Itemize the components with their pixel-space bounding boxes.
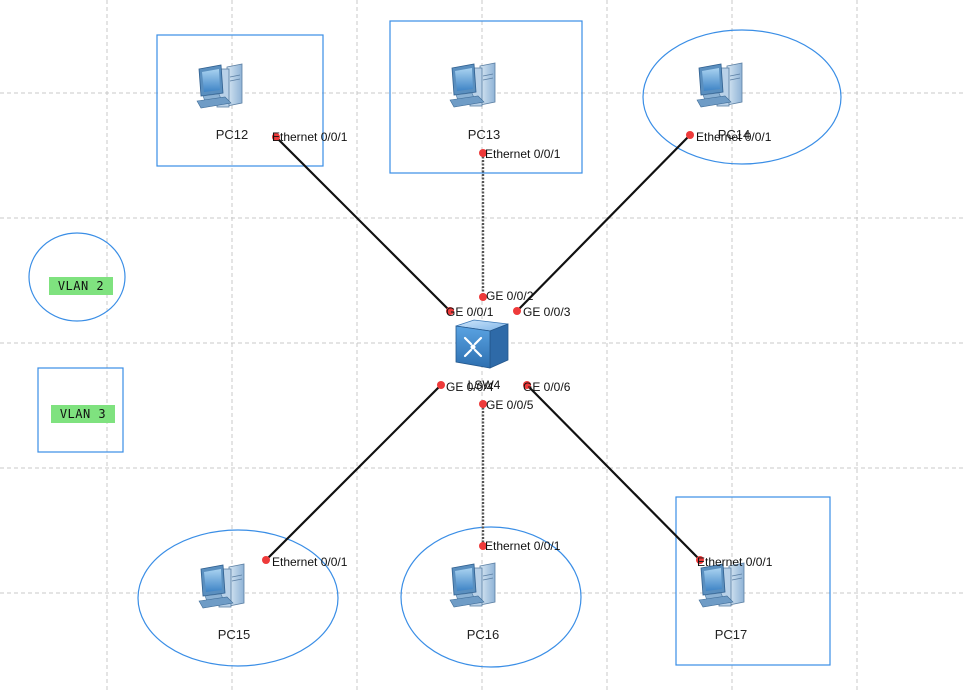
pc13-frame xyxy=(389,20,583,174)
cable-pc15-lsw4[interactable] xyxy=(265,384,442,561)
port-dot-ge005 xyxy=(479,400,487,408)
pc14-frame xyxy=(642,29,842,165)
pc12-label: PC12 xyxy=(216,127,249,142)
pc17-icon[interactable] xyxy=(698,562,745,608)
switch-icon[interactable] xyxy=(455,319,509,369)
vlan3-legend-badge xyxy=(51,405,115,423)
port-dot-pc16 xyxy=(479,542,487,550)
port-dot-pc15 xyxy=(262,556,270,564)
port-dot-ge004 xyxy=(437,381,445,389)
vlan3-legend-frame xyxy=(37,367,124,453)
cable-pc14-lsw4[interactable] xyxy=(516,134,691,312)
port-dot-pc17 xyxy=(696,556,704,564)
pc12-frame xyxy=(156,34,324,167)
cable-pc17-lsw4[interactable] xyxy=(526,384,701,561)
pc13-label: PC13 xyxy=(468,127,501,142)
port-label-pc14: Ethernet 0/0/1 xyxy=(696,130,772,144)
pc14-label: PC14 xyxy=(718,127,751,142)
port-label-pc13: Ethernet 0/0/1 xyxy=(485,147,561,161)
port-label-pc12: Ethernet 0/0/1 xyxy=(272,130,348,144)
port-label-pc15: Ethernet 0/0/1 xyxy=(272,555,348,569)
port-label-ge001: GE 0/0/1 xyxy=(446,305,494,319)
pc12-icon[interactable] xyxy=(196,63,243,109)
port-label-ge006: GE 0/0/6 xyxy=(523,380,571,394)
pc16-frame xyxy=(400,526,582,668)
port-label-ge005: GE 0/0/5 xyxy=(486,398,534,412)
switch-name-label: LSW4 xyxy=(468,378,501,392)
port-dot-ge001 xyxy=(446,307,454,315)
port-dot-ge003 xyxy=(513,307,521,315)
vlan3-legend-label: VLAN 3 xyxy=(60,407,106,421)
pc15-label: PC15 xyxy=(218,627,251,642)
cable-pc12-lsw4[interactable] xyxy=(275,136,451,312)
port-label-ge003: GE 0/0/3 xyxy=(523,305,571,319)
vlan2-legend-frame xyxy=(28,232,126,322)
port-dot-ge002 xyxy=(479,293,487,301)
port-dot-pc12 xyxy=(272,133,280,141)
pc17-label: PC17 xyxy=(715,627,748,642)
port-dot-pc14 xyxy=(686,131,694,139)
pc17-frame xyxy=(675,496,831,666)
pc16-icon[interactable] xyxy=(449,562,496,608)
pc16-label: PC16 xyxy=(467,627,500,642)
port-label-ge004: GE 0/0/4 xyxy=(446,380,494,394)
port-label-ge002: GE 0/0/2 xyxy=(486,289,534,303)
port-label-pc17: Ethernet 0/0/1 xyxy=(697,555,773,569)
pc14-icon[interactable] xyxy=(696,62,743,108)
pc13-icon[interactable] xyxy=(449,62,496,108)
port-dot-pc13 xyxy=(479,149,487,157)
pc15-icon[interactable] xyxy=(198,563,245,609)
pc15-frame xyxy=(137,529,339,667)
port-dot-ge006 xyxy=(523,381,531,389)
port-label-pc16: Ethernet 0/0/1 xyxy=(485,539,561,553)
vlan2-legend-badge xyxy=(49,277,113,295)
vlan2-legend-label: VLAN 2 xyxy=(58,279,104,293)
